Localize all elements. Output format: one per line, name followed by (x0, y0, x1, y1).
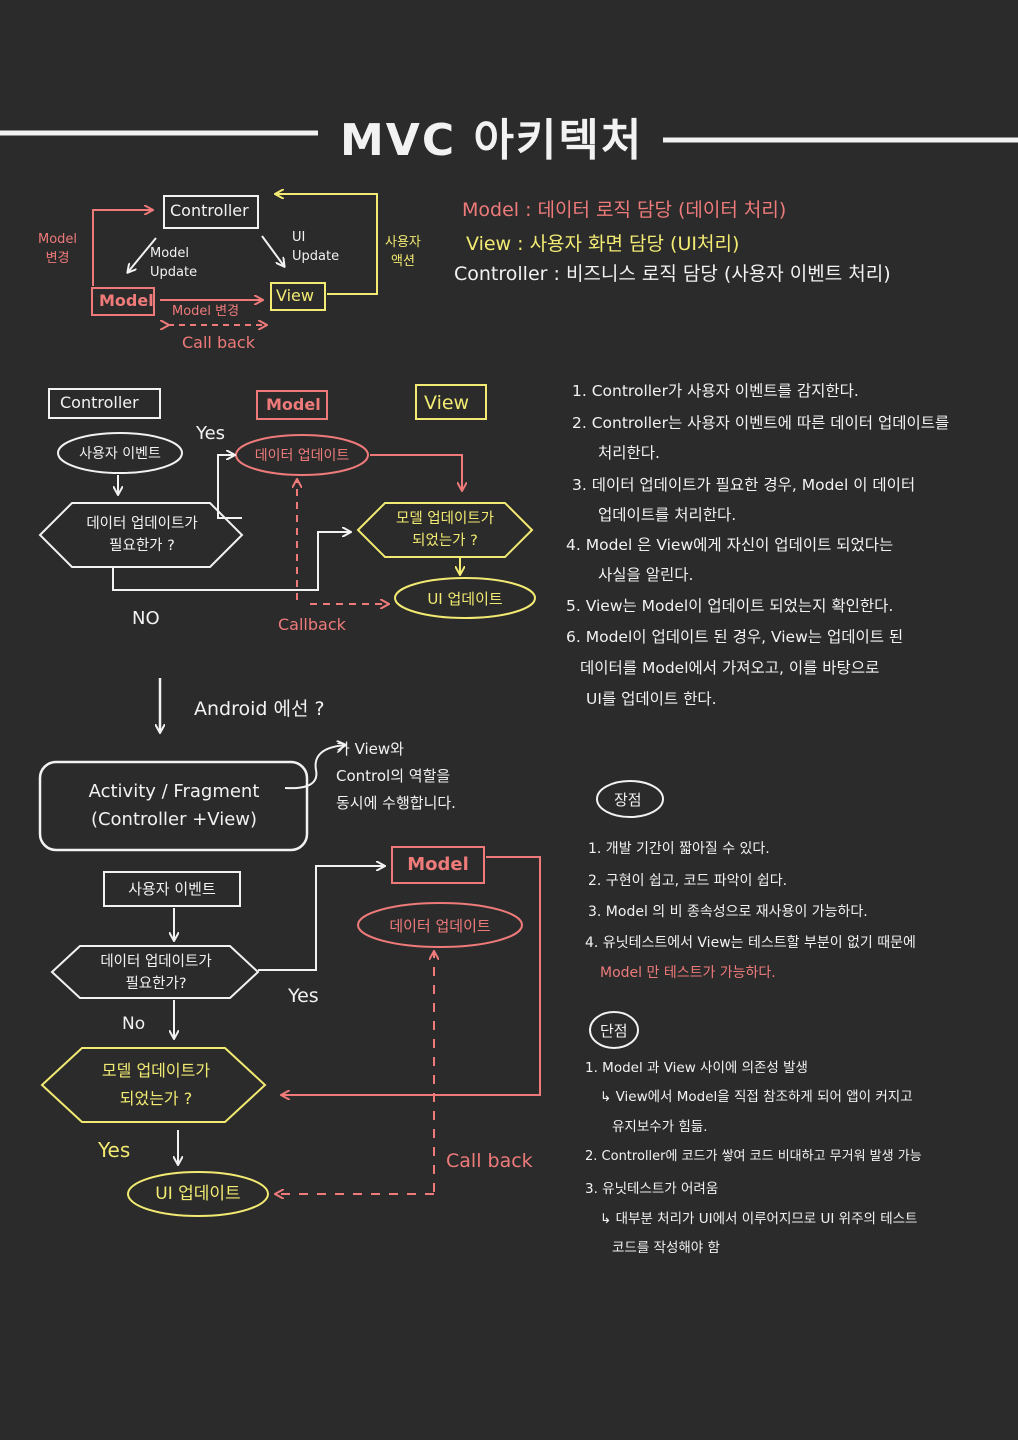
cons-title: 단점 (600, 1022, 628, 1040)
f1-data-update-oval (235, 434, 369, 476)
f1-controller-label: Controller (60, 393, 139, 412)
f2-ui-update-label: UI 업데이트 (155, 1184, 241, 1204)
step-5: 5. View는 Model이 업데이트 되었는지 확인한다. (566, 597, 894, 615)
legend-model: Model : 데이터 로직 담당 (데이터 처리) (462, 195, 786, 222)
cons-item-3-sub-cont: 코드를 작성해야 함 (612, 1240, 720, 1256)
f1-view-box (415, 384, 487, 420)
activity-box (38, 760, 309, 852)
pros-title: 장점 (614, 791, 642, 809)
f1-arrow-yes (217, 455, 242, 519)
pros-item-4-cont: Model 만 테스트가 가능하다. (600, 965, 776, 981)
step-2: 2. Controller는 사용자 이벤트에 따른 데이터 업데이트를 (572, 414, 950, 432)
f2-user-event-box (103, 871, 241, 907)
f2-arrow-yes (258, 866, 384, 971)
f1-arrow-update-decision (370, 454, 462, 490)
step-3-cont: 업데이트를 처리한다. (598, 506, 737, 524)
legend-view-key: View (466, 233, 512, 255)
legend-controller: Controller : 비즈니스 로직 담당 (사용자 이벤트 처리) (454, 259, 891, 286)
legend-model-key: Model (462, 199, 520, 221)
f2-callback-label: Call back (446, 1150, 533, 1172)
f1-model-decision-label: 모델 업데이트가 되었는가 ? (396, 511, 494, 549)
pros-item-4: 4. 유닛테스트에서 View는 테스트할 부분이 없기 때문에 (585, 935, 916, 951)
cons-item-1-sub-cont: 유지보수가 힘듦. (612, 1119, 708, 1135)
step-6-cont: 데이터를 Model에서 가져오고, 이를 바탕으로 (580, 659, 880, 677)
cons-item-3: 3. 유닛테스트가 어려움 (585, 1181, 719, 1197)
top-model-box (91, 287, 155, 316)
f1-decision-hex (38, 502, 244, 568)
f1-model-box (256, 390, 328, 420)
f1-user-event-oval (57, 432, 183, 474)
f1-decision-label: 데이터 업데이트가 필요한가 ? (86, 516, 198, 554)
f2-data-update-label: 데이터 업데이트 (389, 917, 491, 935)
pros-circle (596, 780, 664, 818)
f1-ui-update-oval (394, 577, 536, 619)
page-title: MVC 아키텍처 (340, 115, 644, 166)
step-3: 3. 데이터 업데이트가 필요한 경우, Model 이 데이터 (572, 476, 916, 494)
arrow-model-change-left (92, 210, 152, 286)
cons-circle (589, 1011, 639, 1049)
arrow-controller-view (261, 235, 284, 266)
top-controller-box (163, 195, 259, 229)
f2-model-decision-hex (40, 1047, 267, 1123)
f1-data-update-label: 데이터 업데이트 (254, 448, 350, 464)
f2-yes-label: Yes (288, 985, 319, 1007)
f2-user-event-label: 사용자 이벤트 (128, 880, 216, 898)
f2-no-label: No (122, 1014, 146, 1034)
arrow-activity-note (284, 745, 345, 790)
top-controller-label: Controller (170, 201, 249, 220)
f2-yes2-label: Yes (98, 1138, 131, 1162)
f2-model-box (391, 846, 485, 884)
f1-controller-box (48, 388, 161, 419)
top-view-label: View (276, 286, 314, 305)
top-callback-label: Call back (182, 333, 255, 352)
f1-user-event-label: 사용자 이벤트 (79, 446, 161, 462)
step-4-cont: 사실을 알린다. (598, 566, 694, 584)
step-4: 4. Model 은 View에게 자신이 업데이트 되었다는 (566, 536, 894, 554)
f1-model-label: Model (266, 395, 321, 414)
legend-model-text: : 데이터 로직 담당 (데이터 처리) (525, 199, 787, 221)
legend-controller-text: : 비즈니스 로직 담당 (사용자 이벤트 처리) (553, 263, 891, 285)
step-1: 1. Controller가 사용자 이벤트를 감지한다. (572, 382, 859, 400)
f2-arrow-model-decision (282, 856, 541, 1095)
legend-controller-key: Controller (454, 263, 548, 285)
step-6-cont2: UI를 업데이트 한다. (586, 690, 717, 708)
f2-ui-update-oval (127, 1171, 269, 1217)
arrow-controller-model (128, 237, 157, 272)
f1-no-label: NO (132, 608, 160, 629)
arrow-user-action (276, 194, 378, 295)
f2-decision-label: 데이터 업데이트가 필요한가? (100, 954, 212, 992)
top-model-update-label: Model Update (150, 246, 198, 280)
android-note: 가 View와 Control의 역할을 동시에 수행합니다. (336, 740, 456, 812)
top-ui-update-label: UI Update (292, 230, 340, 264)
cons-item-1-sub: ↳ View에서 Model을 직접 참조하게 되어 앱이 커지고 (600, 1089, 913, 1105)
top-model-change-bottom-label: Model 변경 (172, 304, 240, 319)
activity-label: Activity / Fragment (Controller +View) (88, 781, 260, 830)
top-model-change-left-label: Model 변경 (38, 232, 78, 266)
legend-view: View : 사용자 화면 담당 (UI처리) (466, 229, 739, 256)
pros-item-3: 3. Model 의 비 종속성으로 재사용이 가능하다. (588, 904, 868, 920)
f1-model-decision-hex (356, 502, 534, 558)
f2-decision-hex (50, 945, 260, 999)
pros-item-1: 1. 개발 기간이 짧아질 수 있다. (588, 841, 770, 857)
f2-model-decision-label: 모델 업데이트가 되었는가 ? (101, 1061, 211, 1108)
step-2-cont: 처리한다. (598, 444, 660, 462)
step-6: 6. Model이 업데이트 된 경우, View는 업데이트 된 (566, 628, 904, 646)
top-view-box (270, 282, 326, 311)
f1-view-label: View (424, 392, 470, 414)
legend-view-text: : 사용자 화면 담당 (UI처리) (517, 233, 740, 255)
cons-item-2: 2. Controller에 코드가 쌓여 코드 비대하고 무거워 발생 가능 (585, 1149, 922, 1164)
top-user-action-label: 사용자 액션 (385, 235, 421, 269)
f1-callback-label: Callback (278, 615, 346, 634)
cons-item-1: 1. Model 과 View 사이에 의존성 발생 (585, 1060, 808, 1076)
cons-item-3-sub: ↳ 대부분 처리가 UI에서 이루어지므로 UI 위주의 테스트 (600, 1211, 918, 1227)
top-model-label: Model (99, 291, 154, 310)
android-question: Android 에선 ? (194, 698, 325, 720)
f1-ui-update-label: UI 업데이트 (427, 590, 503, 608)
pros-item-2: 2. 구현이 쉽고, 코드 파악이 쉽다. (588, 873, 788, 889)
f2-data-update-oval (357, 902, 523, 948)
f2-model-label: Model (407, 854, 469, 875)
f1-yes-label: Yes (196, 423, 226, 444)
f1-arrow-no (112, 532, 350, 591)
